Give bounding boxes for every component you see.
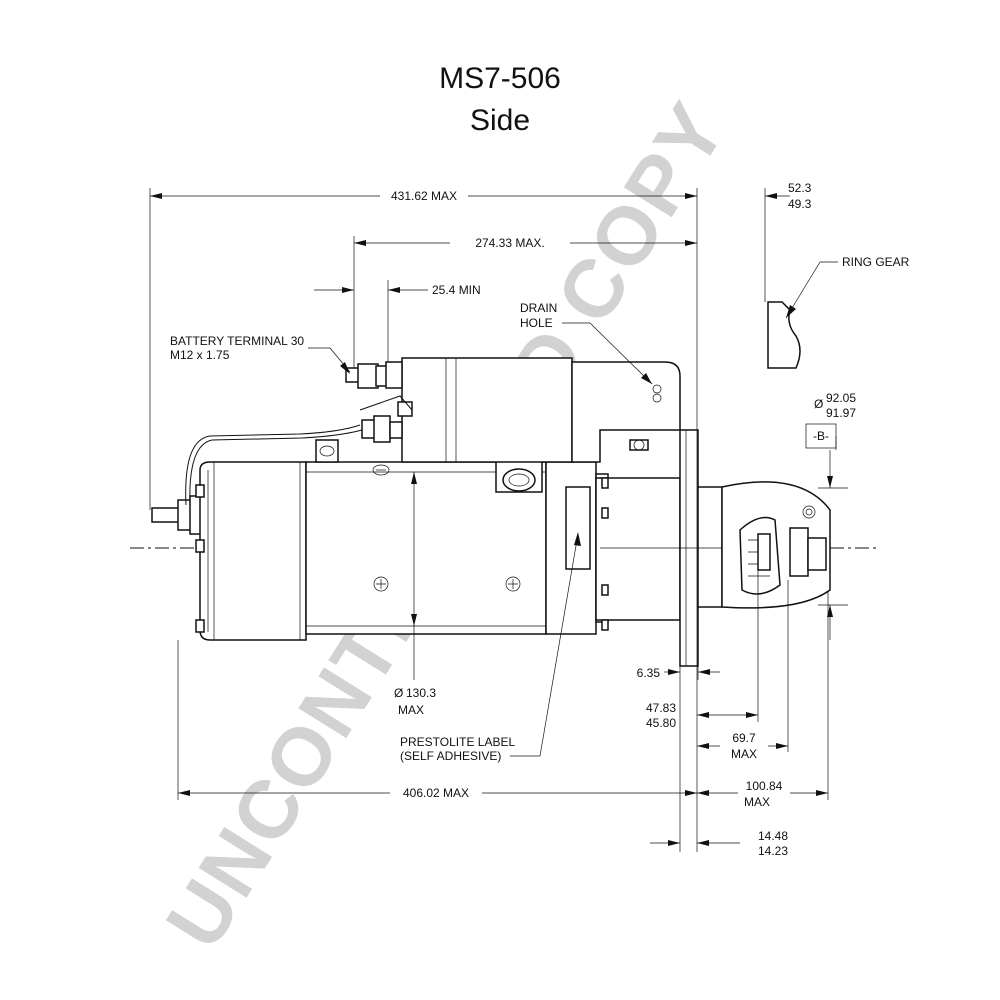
drain-hole-label-line1: DRAIN	[520, 301, 557, 315]
datum-b-label: -B-	[813, 429, 829, 443]
flange-thickness-lower-dim: 14.23	[758, 844, 788, 858]
pinion-travel-suffix: MAX	[731, 747, 757, 761]
drawing-subtitle: Side	[470, 104, 530, 137]
nose-length-suffix: MAX	[744, 795, 770, 809]
nose-length-dim: 100.84	[746, 779, 783, 793]
pilot-length-dim: 6.35	[637, 666, 661, 680]
drawing-title: MS7-506	[439, 62, 561, 95]
pinion-travel-dim: 69.7	[732, 731, 756, 745]
pinion-upper-dim: 47.83	[646, 701, 676, 715]
overall-length-dim: 431.62 MAX	[391, 189, 457, 203]
starter-motor-outline	[130, 301, 880, 667]
prestolite-label-line2: (SELF ADHESIVE)	[400, 749, 501, 763]
flange-offset-upper-dim: 52.3	[788, 181, 812, 195]
diameter-symbol-motor: Ø	[394, 686, 403, 700]
pilot-dia-lower-dim: 91.97	[826, 406, 856, 420]
diameter-symbol-pilot: Ø	[814, 397, 823, 411]
ring-gear-label: RING GEAR	[842, 255, 910, 269]
terminal-spacing-dim: 25.4 MIN	[432, 283, 481, 297]
dimension-lines	[149, 188, 848, 852]
pinion-lower-dim: 45.80	[646, 716, 676, 730]
body-length-dim: 406.02 MAX	[403, 786, 469, 800]
prestolite-label-line1: PRESTOLITE LABEL	[400, 735, 515, 749]
mount-to-terminal-dim: 274.33 MAX.	[475, 236, 544, 250]
motor-dia-dim: 130.3	[406, 686, 436, 700]
pilot-dia-upper-dim: 92.05	[826, 391, 856, 405]
flange-offset-lower-dim: 49.3	[788, 197, 812, 211]
flange-thickness-upper-dim: 14.48	[758, 829, 788, 843]
drain-hole-label-line2: HOLE	[520, 316, 553, 330]
battery-terminal-label-line1: BATTERY TERMINAL 30	[170, 334, 304, 348]
motor-dia-suffix: MAX	[398, 703, 424, 717]
battery-terminal-label-line2: M12 x 1.75	[170, 348, 230, 362]
